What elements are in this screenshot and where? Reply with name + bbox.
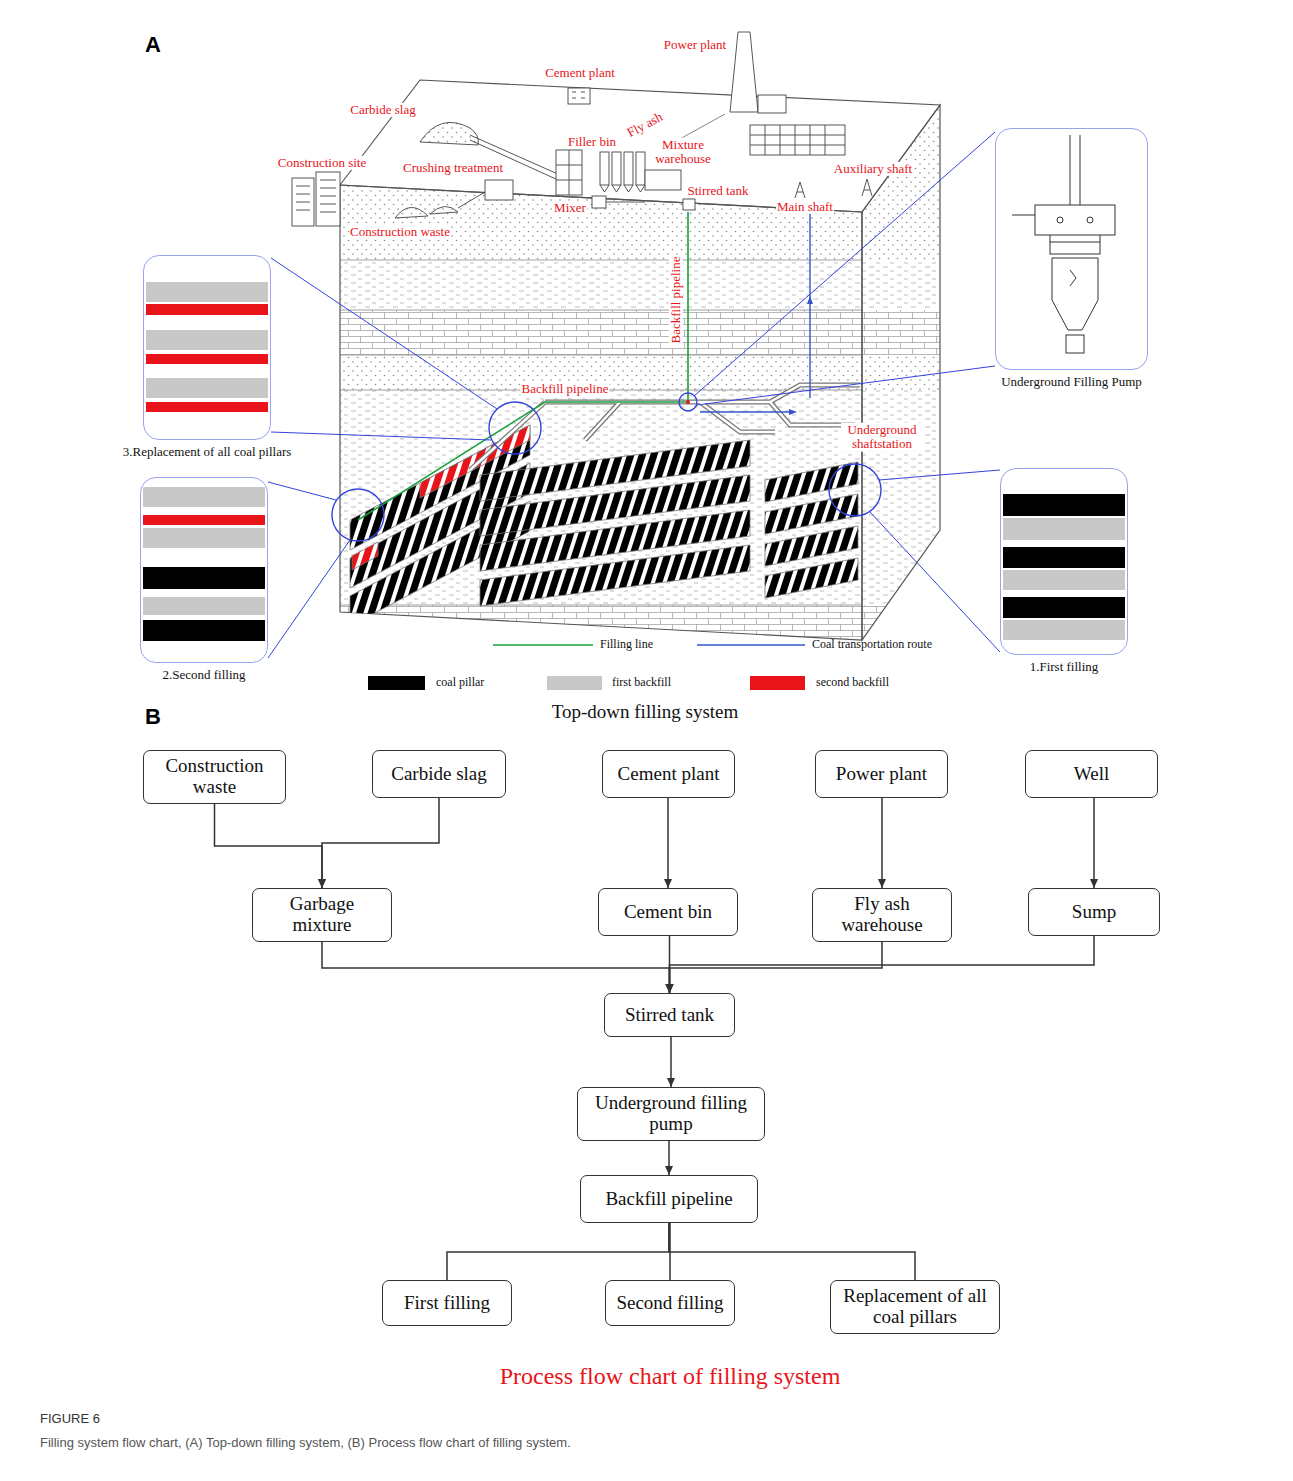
legend-text: Coal transportation route (812, 638, 932, 651)
process-box: Backfill pipeline (580, 1175, 758, 1223)
legend-text: first backfill (612, 676, 671, 689)
strata-front (340, 180, 865, 645)
box-label: Cement plant (618, 764, 720, 785)
text-label: B (145, 705, 161, 729)
legend-line-sample (493, 642, 593, 648)
callout-box: 2.Second filling (140, 477, 268, 663)
text-label: Mixer (553, 201, 587, 215)
box-label: First filling (404, 1293, 490, 1314)
callout-box: Underground Filling Pump (995, 128, 1148, 370)
text-label: Cement plant (544, 66, 616, 80)
flow-connector (1093, 798, 1095, 888)
flow-connector (667, 798, 669, 888)
process-box: Second filling (605, 1280, 735, 1326)
text-label: Construction waste (349, 225, 451, 239)
text-label: Auxiliary shaft (833, 162, 913, 176)
process-box: Stirred tank (604, 993, 735, 1037)
surface-facilities (292, 32, 872, 226)
process-box: Underground filling pump (577, 1087, 765, 1141)
legend-swatch (547, 676, 602, 690)
filling-line (358, 212, 688, 520)
process-box: Replacement of all coal pillars (830, 1280, 1000, 1334)
process-box: Garbage mixture (252, 888, 392, 942)
box-label: Backfill pipeline (605, 1189, 732, 1210)
block-outline (340, 80, 940, 640)
flow-connector (322, 798, 439, 888)
process-box: Cement plant (602, 750, 735, 798)
box-label: Well (1074, 764, 1109, 785)
text-label: Power plant (663, 38, 727, 52)
flow-connector (881, 798, 883, 888)
text-label: A (145, 33, 161, 57)
box-label: Fly ash warehouse (819, 894, 945, 935)
process-box: Fly ash warehouse (812, 888, 952, 942)
roadways (470, 385, 860, 470)
legend-text: second backfill (816, 676, 889, 689)
flow-connector (447, 1223, 669, 1280)
box-label: Construction waste (150, 756, 279, 797)
box-label: Cement bin (624, 902, 712, 923)
legend-line (493, 644, 593, 646)
leader-lines (268, 132, 1000, 658)
text-label: Mixture warehouse (650, 138, 716, 167)
callout-label: 2.Second filling (162, 667, 245, 683)
callout-circles (332, 393, 881, 541)
flow-connector (670, 1037, 672, 1087)
legend-line-sample (697, 642, 805, 648)
text-label: Process flow chart of filling system (500, 1363, 841, 1389)
flow-connector (670, 942, 883, 993)
pump-schematic (1012, 135, 1115, 353)
box-label: Carbide slag (391, 764, 487, 785)
flow-connector (668, 1141, 670, 1175)
flow-connector (669, 1223, 915, 1280)
flow-connector (322, 942, 670, 993)
text-label: Backfill pipeline (669, 255, 683, 344)
text-label: Construction site (277, 156, 367, 170)
mining-panels (350, 425, 858, 626)
legend-text: coal pillar (436, 676, 484, 689)
legend-swatch (750, 676, 805, 690)
text-label: Underground shaftstation (841, 423, 923, 452)
text-label: Top-down filling system (552, 702, 739, 723)
callout-label: 3.Replacement of all coal pillars (123, 444, 292, 460)
box-label: Sump (1072, 902, 1116, 923)
process-box: Power plant (815, 750, 948, 798)
legend-line (697, 644, 805, 646)
legend-text: Filling line (600, 638, 653, 651)
text-label: Stirred tank (686, 184, 749, 198)
text-label: Crushing treatment (402, 161, 504, 175)
process-box: First filling (382, 1280, 512, 1326)
process-box: Sump (1028, 888, 1160, 936)
box-label: Replacement of all coal pillars (837, 1286, 993, 1327)
box-label: Power plant (836, 764, 927, 785)
process-box: Well (1025, 750, 1158, 798)
flow-connector (215, 804, 323, 888)
figure-caption: Filling system flow chart, (A) Top-down … (40, 1436, 1250, 1450)
box-label: Second filling (616, 1293, 723, 1314)
text-label: Filler bin (567, 135, 617, 149)
box-label: Underground filling pump (584, 1093, 758, 1134)
box-label: Garbage mixture (259, 894, 385, 935)
box-label: Stirred tank (625, 1005, 714, 1026)
process-box: Construction waste (143, 750, 286, 804)
callout-layers (143, 282, 1125, 641)
text-label: Carbide slag (349, 103, 416, 117)
mine-illustration (0, 0, 1293, 730)
text-label: Backfill pipeline (520, 382, 609, 396)
flow-connector (670, 936, 1095, 993)
coal-route (700, 212, 813, 415)
callout-box: 3.Replacement of all coal pillars (143, 255, 271, 440)
callout-label: Underground Filling Pump (1001, 374, 1142, 390)
process-box: Cement bin (598, 888, 738, 936)
text-label: FIGURE 6 (40, 1412, 100, 1426)
legend-swatch (368, 676, 425, 690)
process-box: Carbide slag (372, 750, 506, 798)
text-label: Main shaft (776, 200, 834, 214)
callout-label: 1.First filling (1030, 659, 1099, 675)
callout-box: 1.First filling (1000, 468, 1128, 655)
